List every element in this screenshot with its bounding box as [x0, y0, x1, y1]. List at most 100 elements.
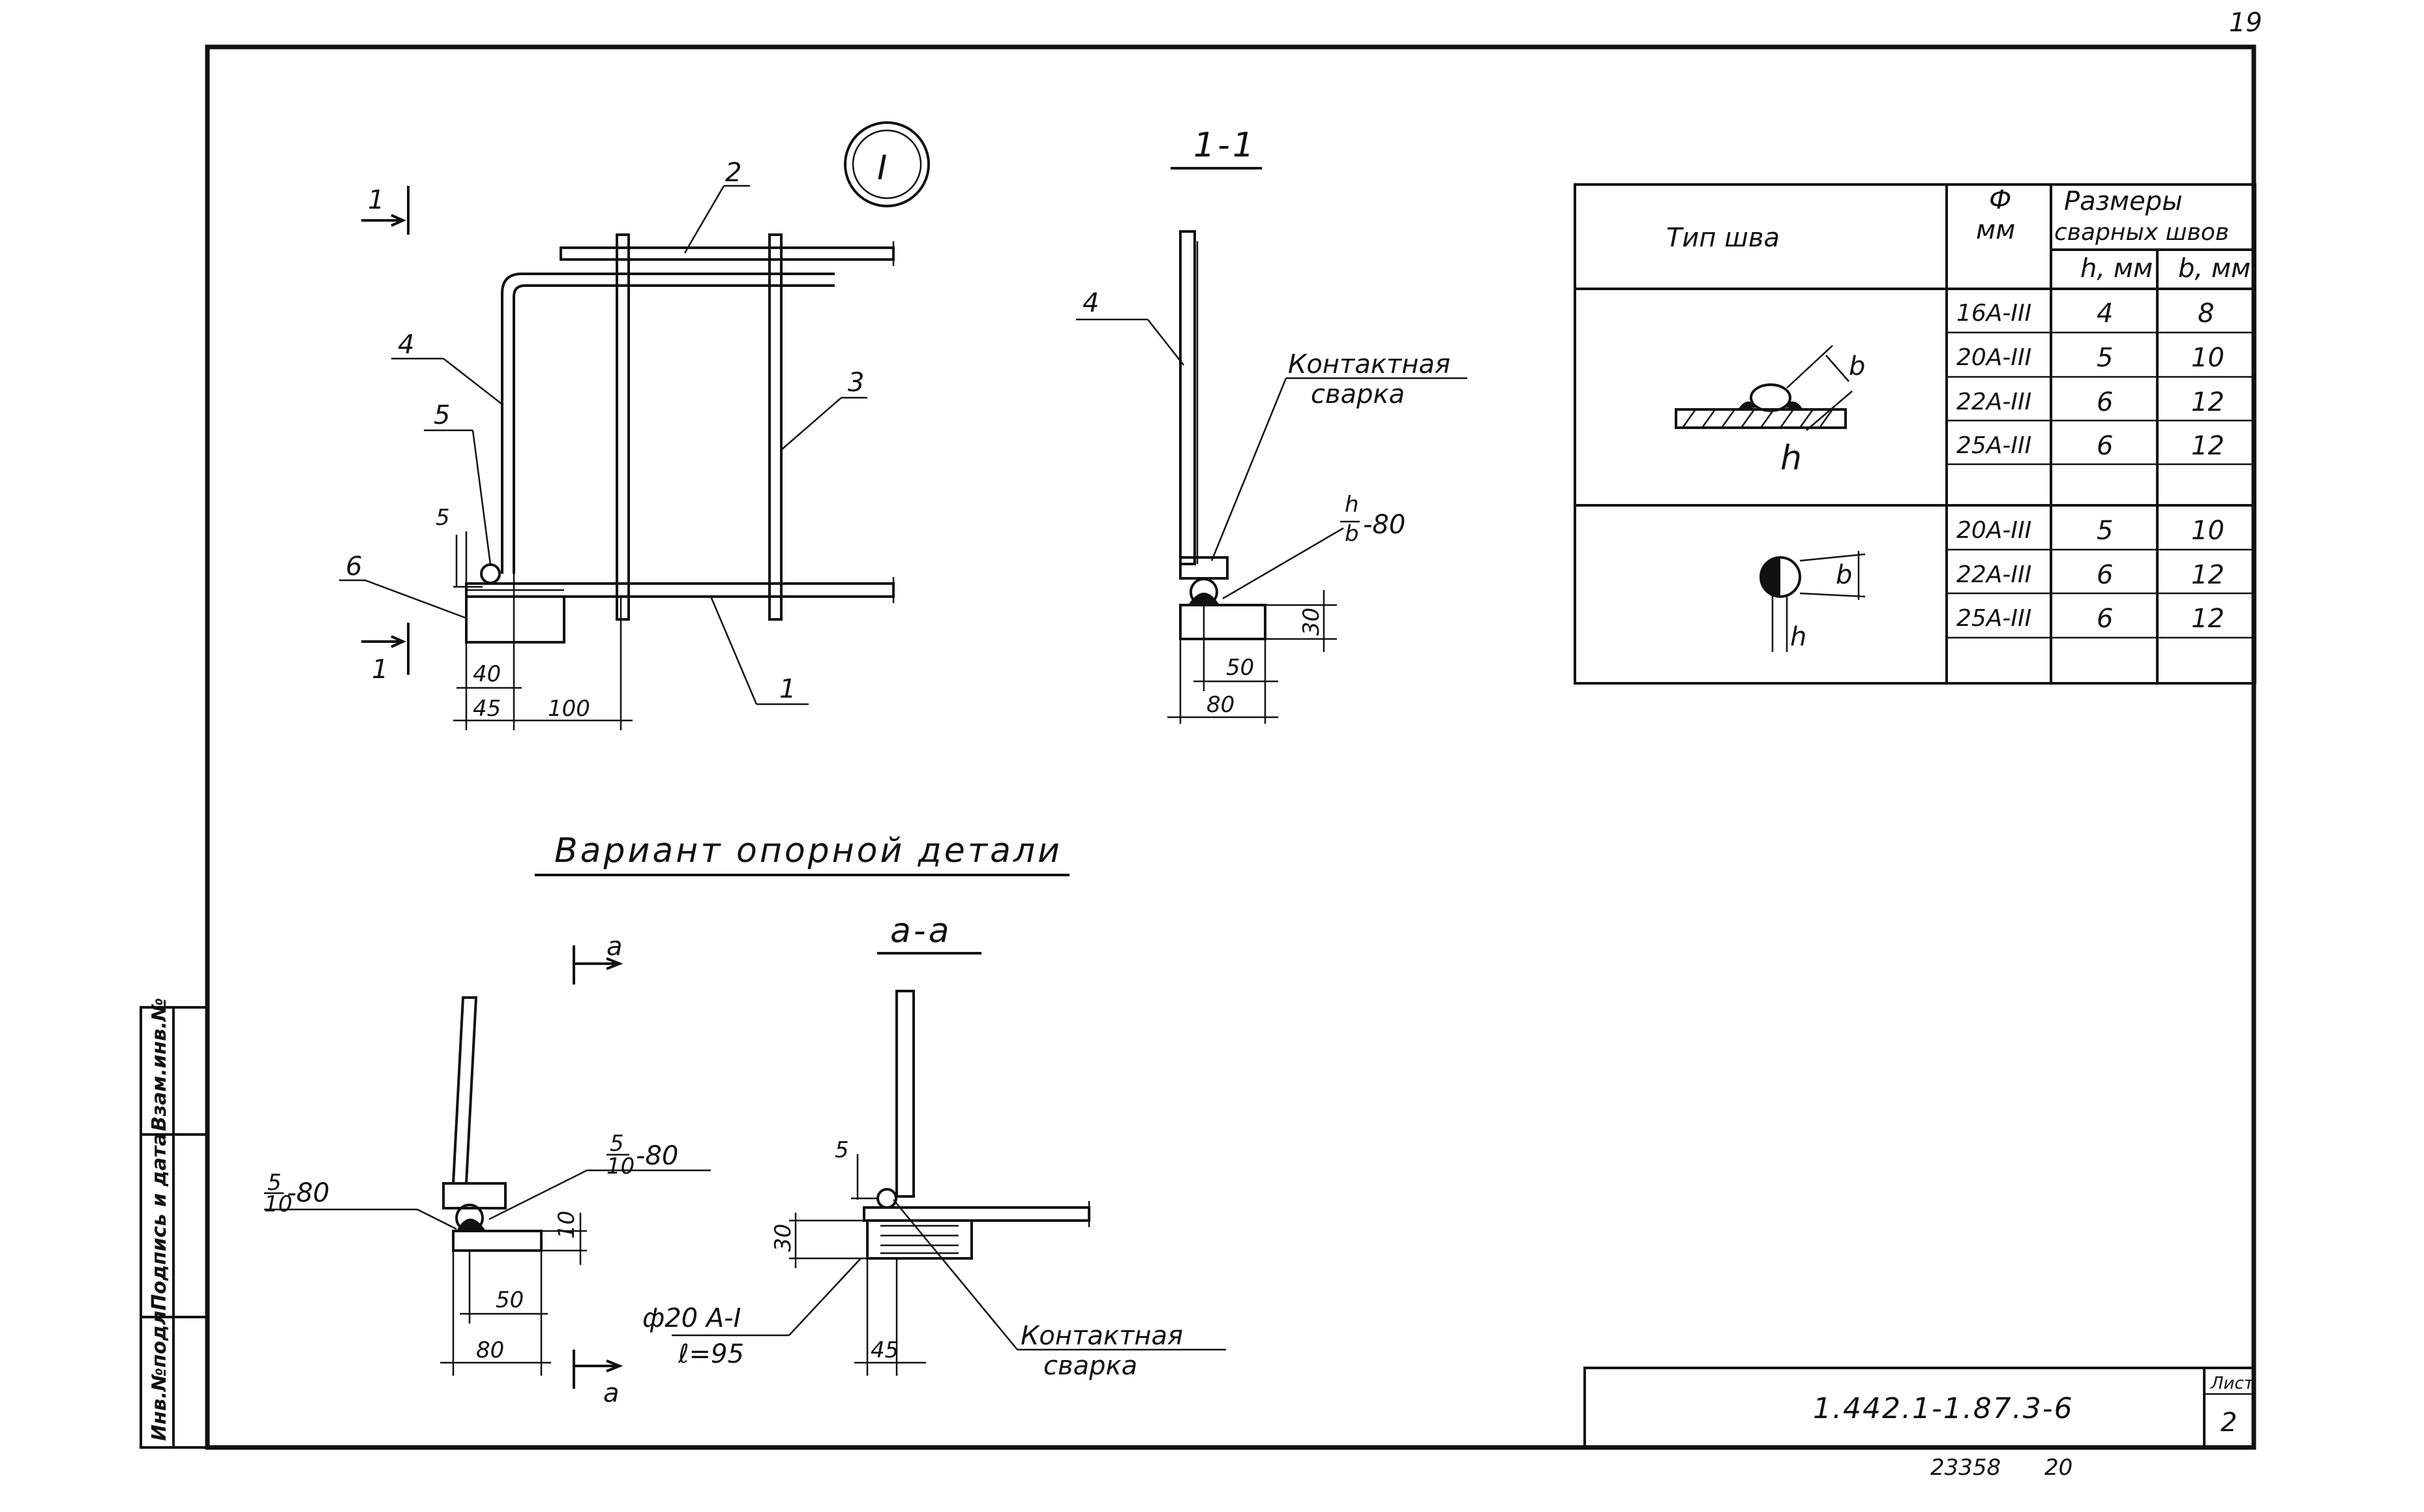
svg-text:-80: -80 [1363, 510, 1405, 540]
svg-text:45: 45 [871, 1337, 899, 1363]
col-h: h, мм [2080, 254, 2153, 284]
svg-text:a: a [603, 1378, 620, 1408]
g1-b-3: 12 [2191, 431, 2224, 461]
g1-h-1: 5 [2097, 343, 2113, 373]
s11-pos-4: 4 [1083, 288, 1099, 318]
rod-length: ℓ=95 [678, 1339, 744, 1369]
item-5 [480, 563, 501, 584]
svg-text:5: 5 [436, 505, 450, 531]
g1-phi-2: 22А-III [1956, 389, 2031, 415]
svg-text:h: h [1790, 622, 1806, 652]
title-block: 1.442.1-1.87.3-6 Лист 2 23358 20 [1583, 1367, 2255, 1481]
s11-weld-label-1: Контактная [1288, 349, 1450, 379]
svg-text:-80: -80 [287, 1178, 329, 1208]
svg-text:80: 80 [476, 1337, 504, 1363]
s11-weld-label-2: сварка [1311, 379, 1405, 409]
pos-1: 1 [779, 674, 796, 704]
section-mark-1-bottom: 1 [361, 623, 410, 685]
g2-phi-1: 22А-III [1956, 561, 2031, 588]
bar-3 [768, 233, 783, 621]
svg-text:30: 30 [770, 1224, 796, 1252]
stamp-inv: Инв.№подл. [148, 1303, 171, 1441]
weld-fillet [1188, 593, 1219, 605]
g1-h-0: 4 [2097, 299, 2113, 329]
g2-b-2: 12 [2191, 604, 2224, 634]
g2-b-1: 12 [2191, 560, 2224, 590]
rod-label: ф20 А-I [642, 1303, 741, 1333]
g1-b-1: 10 [2191, 343, 2224, 373]
svg-text:80: 80 [1206, 692, 1234, 718]
svg-text:h: h [1345, 492, 1359, 518]
footer-number: 23358 [1930, 1455, 2001, 1481]
variant: Вариант опорной детали a a 5 10 -80 5 [264, 831, 1226, 1408]
section-1-1: 1-1 4 Контактная сварка h b -80 30 50 [1076, 126, 1467, 724]
pos-5: 5 [434, 400, 450, 430]
svg-text:1: 1 [372, 655, 388, 685]
bar-vertical-mid [616, 233, 630, 621]
detail-marker-circle [844, 121, 930, 207]
clamp [1179, 556, 1229, 580]
g2-b-0: 10 [2191, 516, 2224, 546]
section-a-a-title: а-а [890, 912, 952, 951]
document-code: 1.442.1-1.87.3-6 [1813, 1392, 2074, 1425]
g2-phi-2: 25А-III [1956, 605, 2031, 632]
side-stamp: Инв.№подл. Подпись и дата Взам.инв.№ [140, 998, 209, 1449]
g2-h-0: 5 [2097, 516, 2113, 546]
sheet-frame: 19 [205, 8, 2262, 1450]
svg-text:1: 1 [368, 185, 384, 215]
svg-text:b: b [1849, 351, 1865, 381]
bar-vertical [1179, 230, 1196, 565]
col-phi-1: Ф [1989, 185, 2011, 215]
svg-text:40: 40 [473, 661, 501, 687]
aa-weld-label-1: Контактная [1021, 1321, 1183, 1351]
weld-table: Тип шва Ф мм Размеры сварных швов h, мм … [1574, 183, 2256, 685]
svg-text:30: 30 [1298, 608, 1324, 636]
bar-4-bent [501, 273, 835, 574]
svg-text:5: 5 [835, 1137, 849, 1163]
aa-weld-label-2: сварка [1043, 1351, 1137, 1381]
section-mark-1-top: 1 [361, 185, 410, 235]
pos-3: 3 [848, 368, 864, 398]
stamp-replace: Взам.инв.№ [148, 998, 171, 1131]
svg-text:50: 50 [1226, 655, 1254, 681]
variant-title: Вариант опорной детали [554, 831, 1062, 870]
variant-left-view: a a 5 10 -80 5 10 -80 10 [264, 932, 711, 1408]
g1-phi-3: 25А-III [1956, 432, 2031, 459]
svg-text:50: 50 [496, 1287, 524, 1313]
g1-h-3: 6 [2097, 431, 2113, 461]
svg-text:h: h [1780, 439, 1804, 478]
svg-text:a: a [606, 932, 623, 962]
pos-4: 4 [398, 330, 414, 360]
bar-2 [560, 246, 895, 261]
weld-sketch-1: b h [1675, 345, 1865, 478]
col-size-2: сварных швов [2054, 219, 2229, 246]
svg-text:10: 10 [264, 1191, 292, 1217]
g2-h-1: 6 [2097, 560, 2113, 590]
support-plate [1179, 604, 1266, 640]
svg-text:100: 100 [548, 696, 590, 722]
col-phi-2: мм [1976, 215, 2015, 245]
g1-h-2: 6 [2097, 387, 2113, 417]
sheet-label: Лист [2210, 1374, 2254, 1393]
sheet-number: 2 [2221, 1408, 2237, 1438]
svg-text:b: b [1345, 521, 1359, 547]
detail-marker: I [877, 149, 890, 188]
detail-dimensions: 5 40 45 100 [436, 505, 633, 730]
g1-phi-1: 20А-III [1956, 344, 2031, 371]
svg-text:b: b [1836, 560, 1852, 590]
g2-phi-0: 20А-III [1956, 517, 2031, 544]
detail-i: I 1 1 2 3 4 5 [339, 121, 930, 730]
section-1-1-title: 1-1 [1193, 126, 1257, 165]
plate-6 [465, 595, 565, 644]
svg-text:45: 45 [473, 696, 501, 722]
g1-phi-0: 16А-III [1956, 300, 2031, 327]
section-a-a: а-а 5 30 ф20 А-I ℓ=95 Контактная сварка [642, 912, 1226, 1381]
page-number: 19 [2229, 8, 2262, 38]
footer-copy: 20 [2044, 1455, 2072, 1481]
col-size-1: Размеры [2064, 186, 2183, 216]
g2-h-2: 6 [2097, 604, 2113, 634]
s11-dimensions: 30 50 80 [1167, 590, 1337, 724]
pos-6: 6 [346, 552, 362, 582]
svg-text:10: 10 [554, 1211, 580, 1239]
